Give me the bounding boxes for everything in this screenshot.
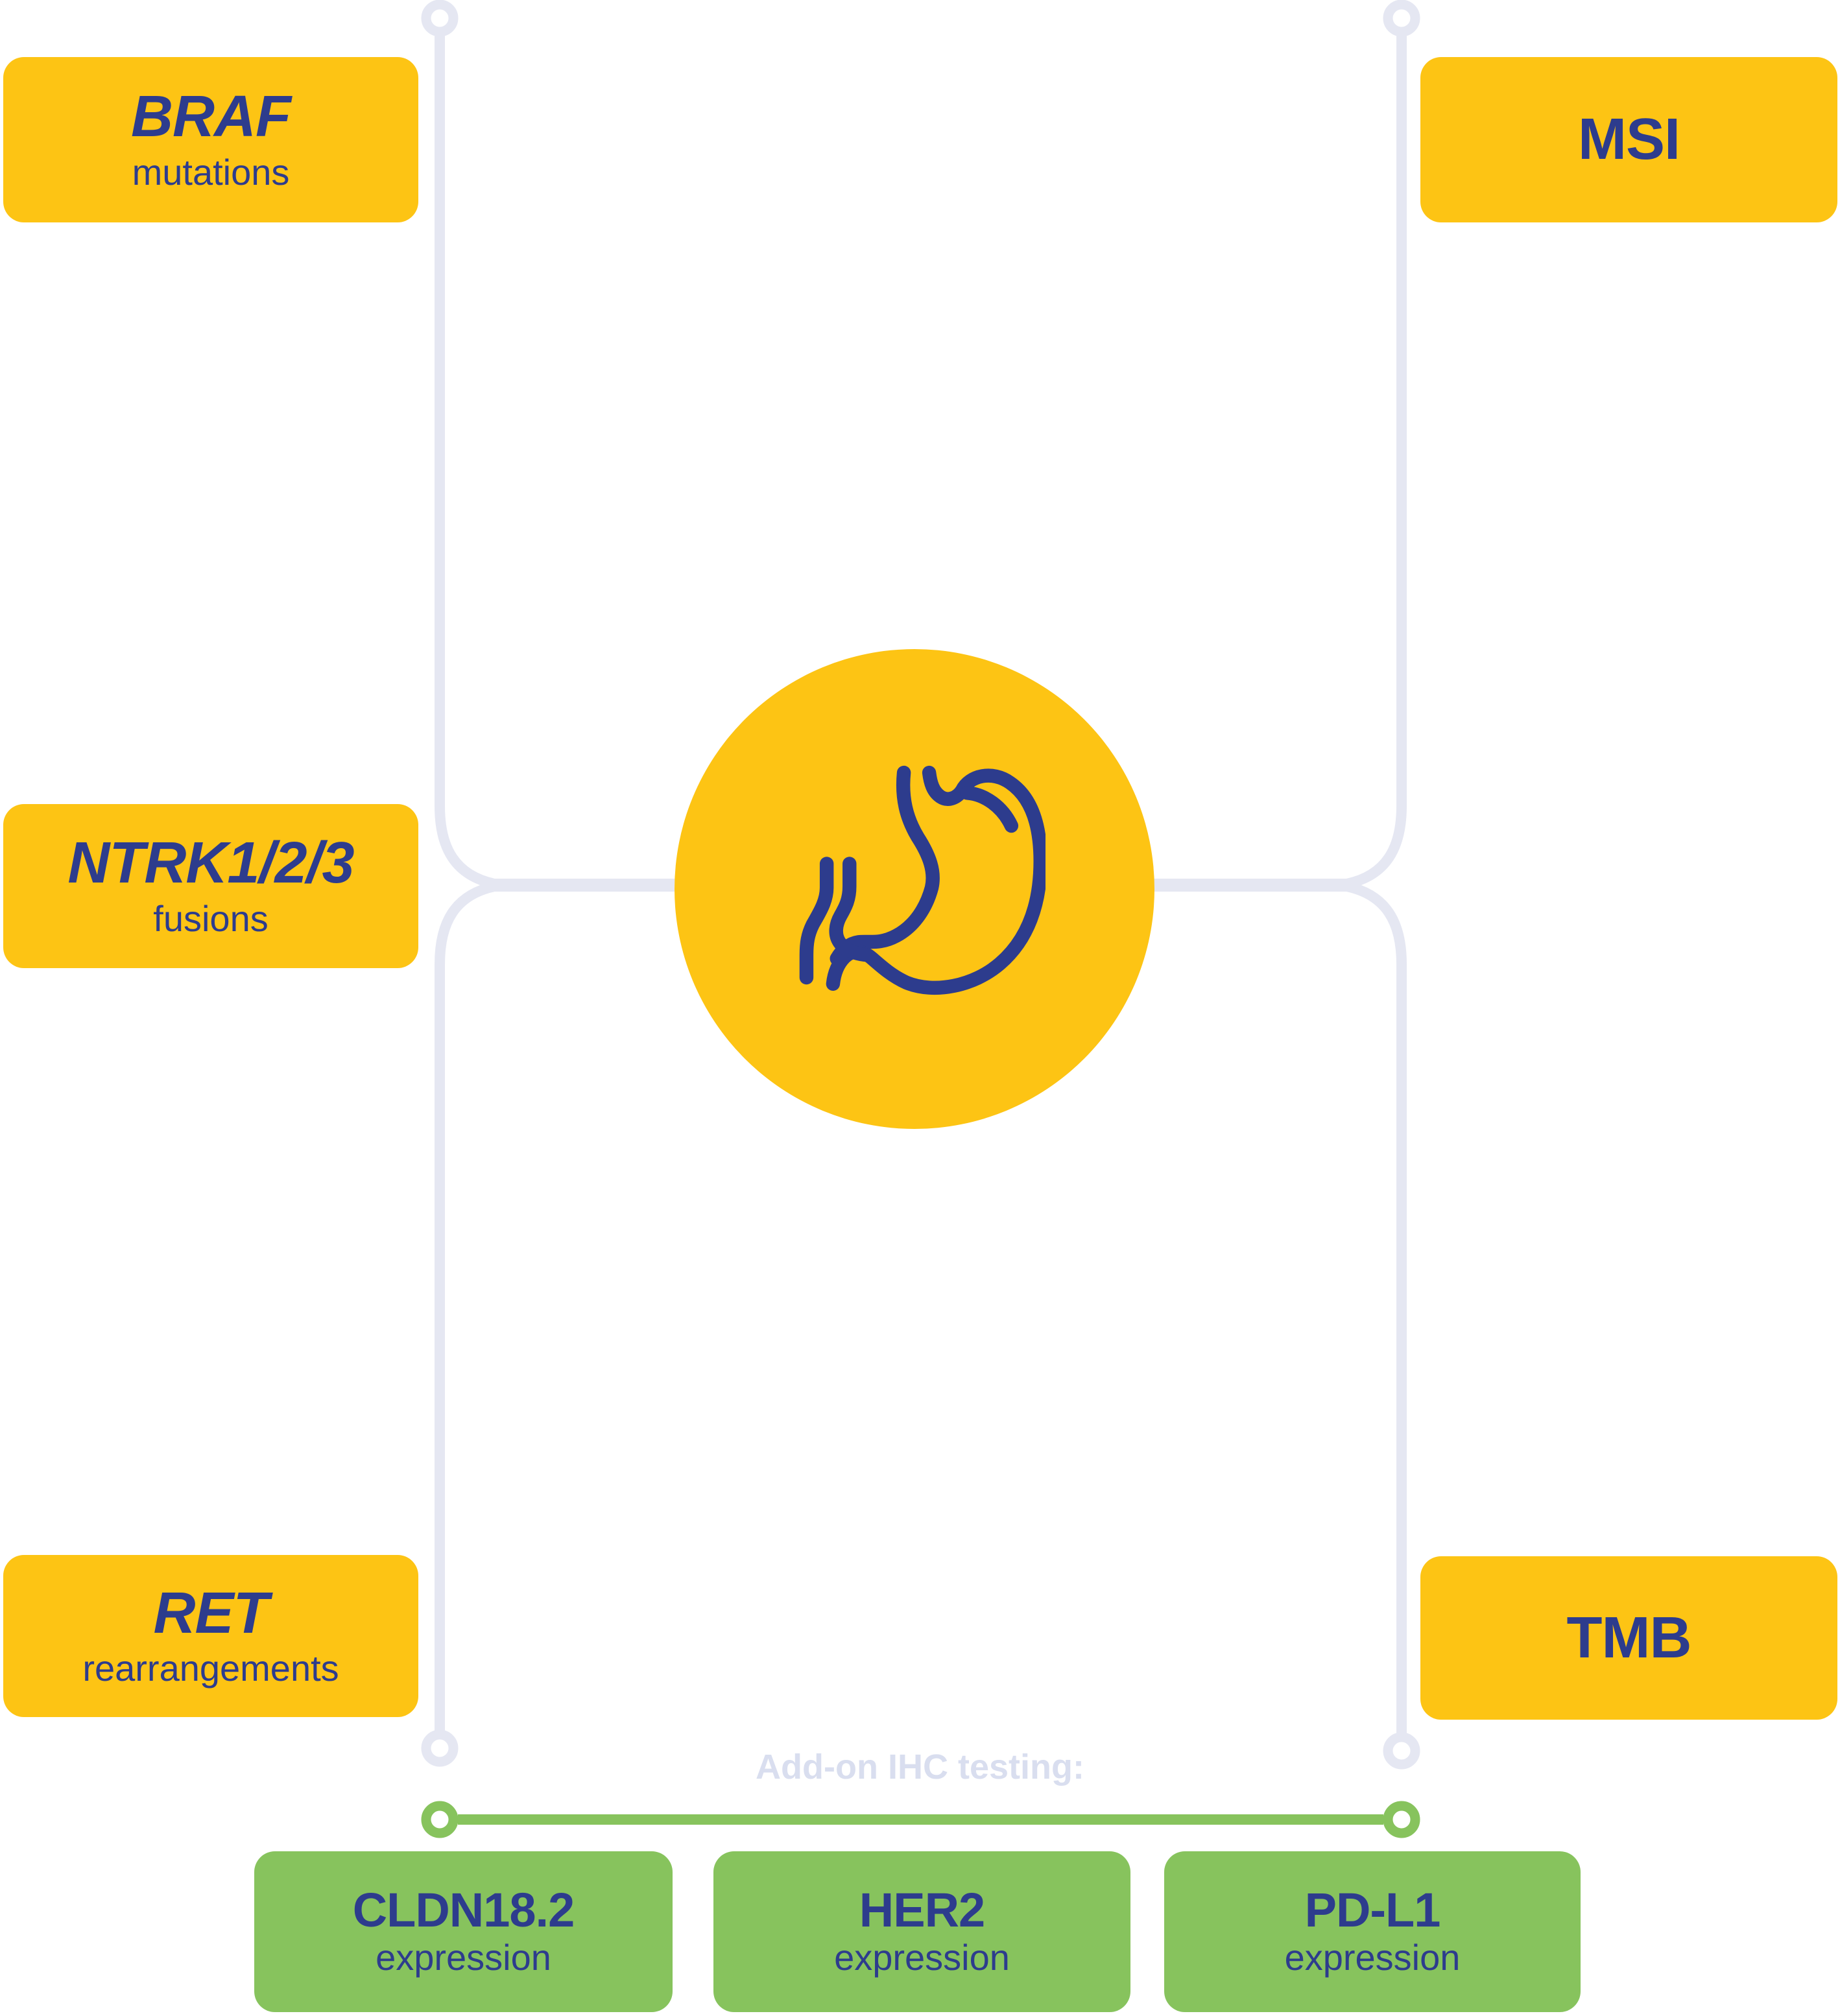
ring-marker-icon bbox=[1383, 1732, 1420, 1770]
connector-left-bottom bbox=[435, 881, 683, 1753]
gene-label: RET bbox=[153, 1580, 269, 1646]
node-ntrk-fusions: NTRK1/2/3 fusions bbox=[3, 804, 418, 968]
gene-label: BRAF bbox=[131, 84, 291, 150]
ring-marker-icon bbox=[1383, 0, 1420, 37]
connector-right-bottom bbox=[1148, 881, 1407, 1756]
node-pdl1-expression: PD-L1 expression bbox=[1164, 1851, 1581, 2012]
connector-left-top bbox=[435, 13, 683, 889]
connector-right-top bbox=[1148, 13, 1407, 889]
marker-label: CLDN18.2 bbox=[352, 1882, 575, 1937]
node-her2-expression: HER2 expression bbox=[713, 1851, 1130, 2012]
gene-label: MSI bbox=[1577, 107, 1680, 172]
gene-sublabel: mutations bbox=[132, 151, 290, 193]
node-braf-mutations: BRAF mutations bbox=[3, 57, 418, 222]
center-organ-circle bbox=[675, 649, 1154, 1129]
node-cldn18-2-expression: CLDN18.2 expression bbox=[254, 1851, 673, 2012]
stomach-icon bbox=[799, 765, 1045, 995]
marker-sublabel: expression bbox=[1284, 1936, 1461, 1978]
marker-label: PD-L1 bbox=[1304, 1882, 1441, 1937]
gene-label: NTRK1/2/3 bbox=[67, 831, 354, 896]
addon-ihc-label: Add-on IHC testing: bbox=[756, 1748, 1084, 1786]
gene-label: TMB bbox=[1566, 1605, 1692, 1670]
ring-marker-icon bbox=[421, 1729, 459, 1767]
node-tmb: TMB bbox=[1420, 1556, 1837, 1720]
marker-sublabel: expression bbox=[376, 1936, 551, 1978]
node-ret-rearrangements: RET rearrangements bbox=[3, 1555, 418, 1717]
green-ring-marker-icon bbox=[1383, 1801, 1420, 1838]
node-msi: MSI bbox=[1420, 57, 1837, 222]
gene-sublabel: fusions bbox=[153, 897, 269, 939]
gene-sublabel: rearrangements bbox=[82, 1648, 339, 1689]
marker-sublabel: expression bbox=[834, 1936, 1010, 1978]
marker-label: HER2 bbox=[859, 1882, 985, 1937]
green-ring-marker-icon bbox=[421, 1801, 459, 1838]
ring-marker-icon bbox=[421, 0, 459, 37]
